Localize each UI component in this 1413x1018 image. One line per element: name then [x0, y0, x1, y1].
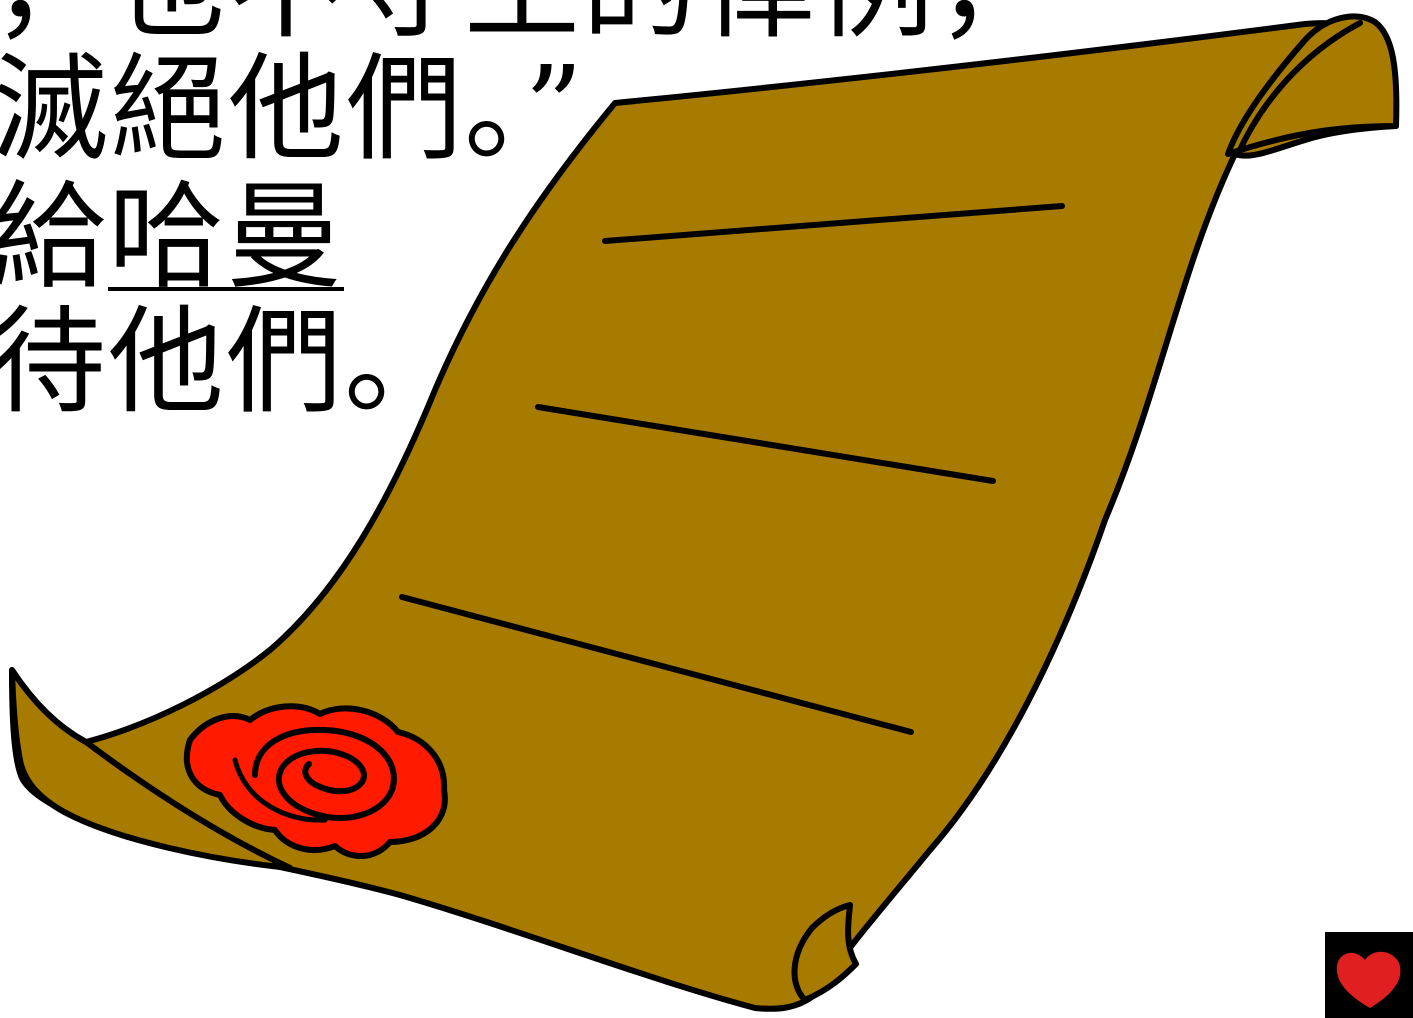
scroll-line-3 — [399, 594, 914, 735]
text-line-3-prefix: 給 — [0, 170, 108, 305]
text-block: ，也不守王的律例， 滅絕他們。” 給哈曼 待他們。 — [0, 0, 1052, 430]
wax-seal-shape — [183, 703, 448, 860]
wax-seal-icon — [183, 703, 448, 860]
text-line-1: ，也不守王的律例， — [0, 0, 1054, 46]
scroll-inner-curl — [1235, 20, 1363, 157]
scroll-bottom-curl — [791, 902, 859, 1003]
corner-box — [1325, 932, 1413, 1018]
scroll-top-curl — [1225, 13, 1400, 157]
wax-seal-swirl — [252, 726, 397, 821]
haman-underlined-text: 哈曼 — [108, 170, 344, 305]
scroll-writing-lines — [399, 203, 1065, 735]
scroll-left-flap — [9, 667, 293, 871]
text-line-4: 待他們。 — [0, 295, 462, 430]
wax-seal-swirl-lower — [232, 757, 328, 823]
heart-icon — [1336, 951, 1401, 1008]
scroll-line-2 — [535, 404, 996, 484]
scroll-icon — [9, 13, 1400, 1012]
heart-shape — [1336, 951, 1401, 1008]
text-line-3: 給哈曼 — [0, 180, 344, 296]
scroll-line-1 — [602, 203, 1065, 244]
text-line-2: 滅絕他們。” — [0, 42, 586, 177]
